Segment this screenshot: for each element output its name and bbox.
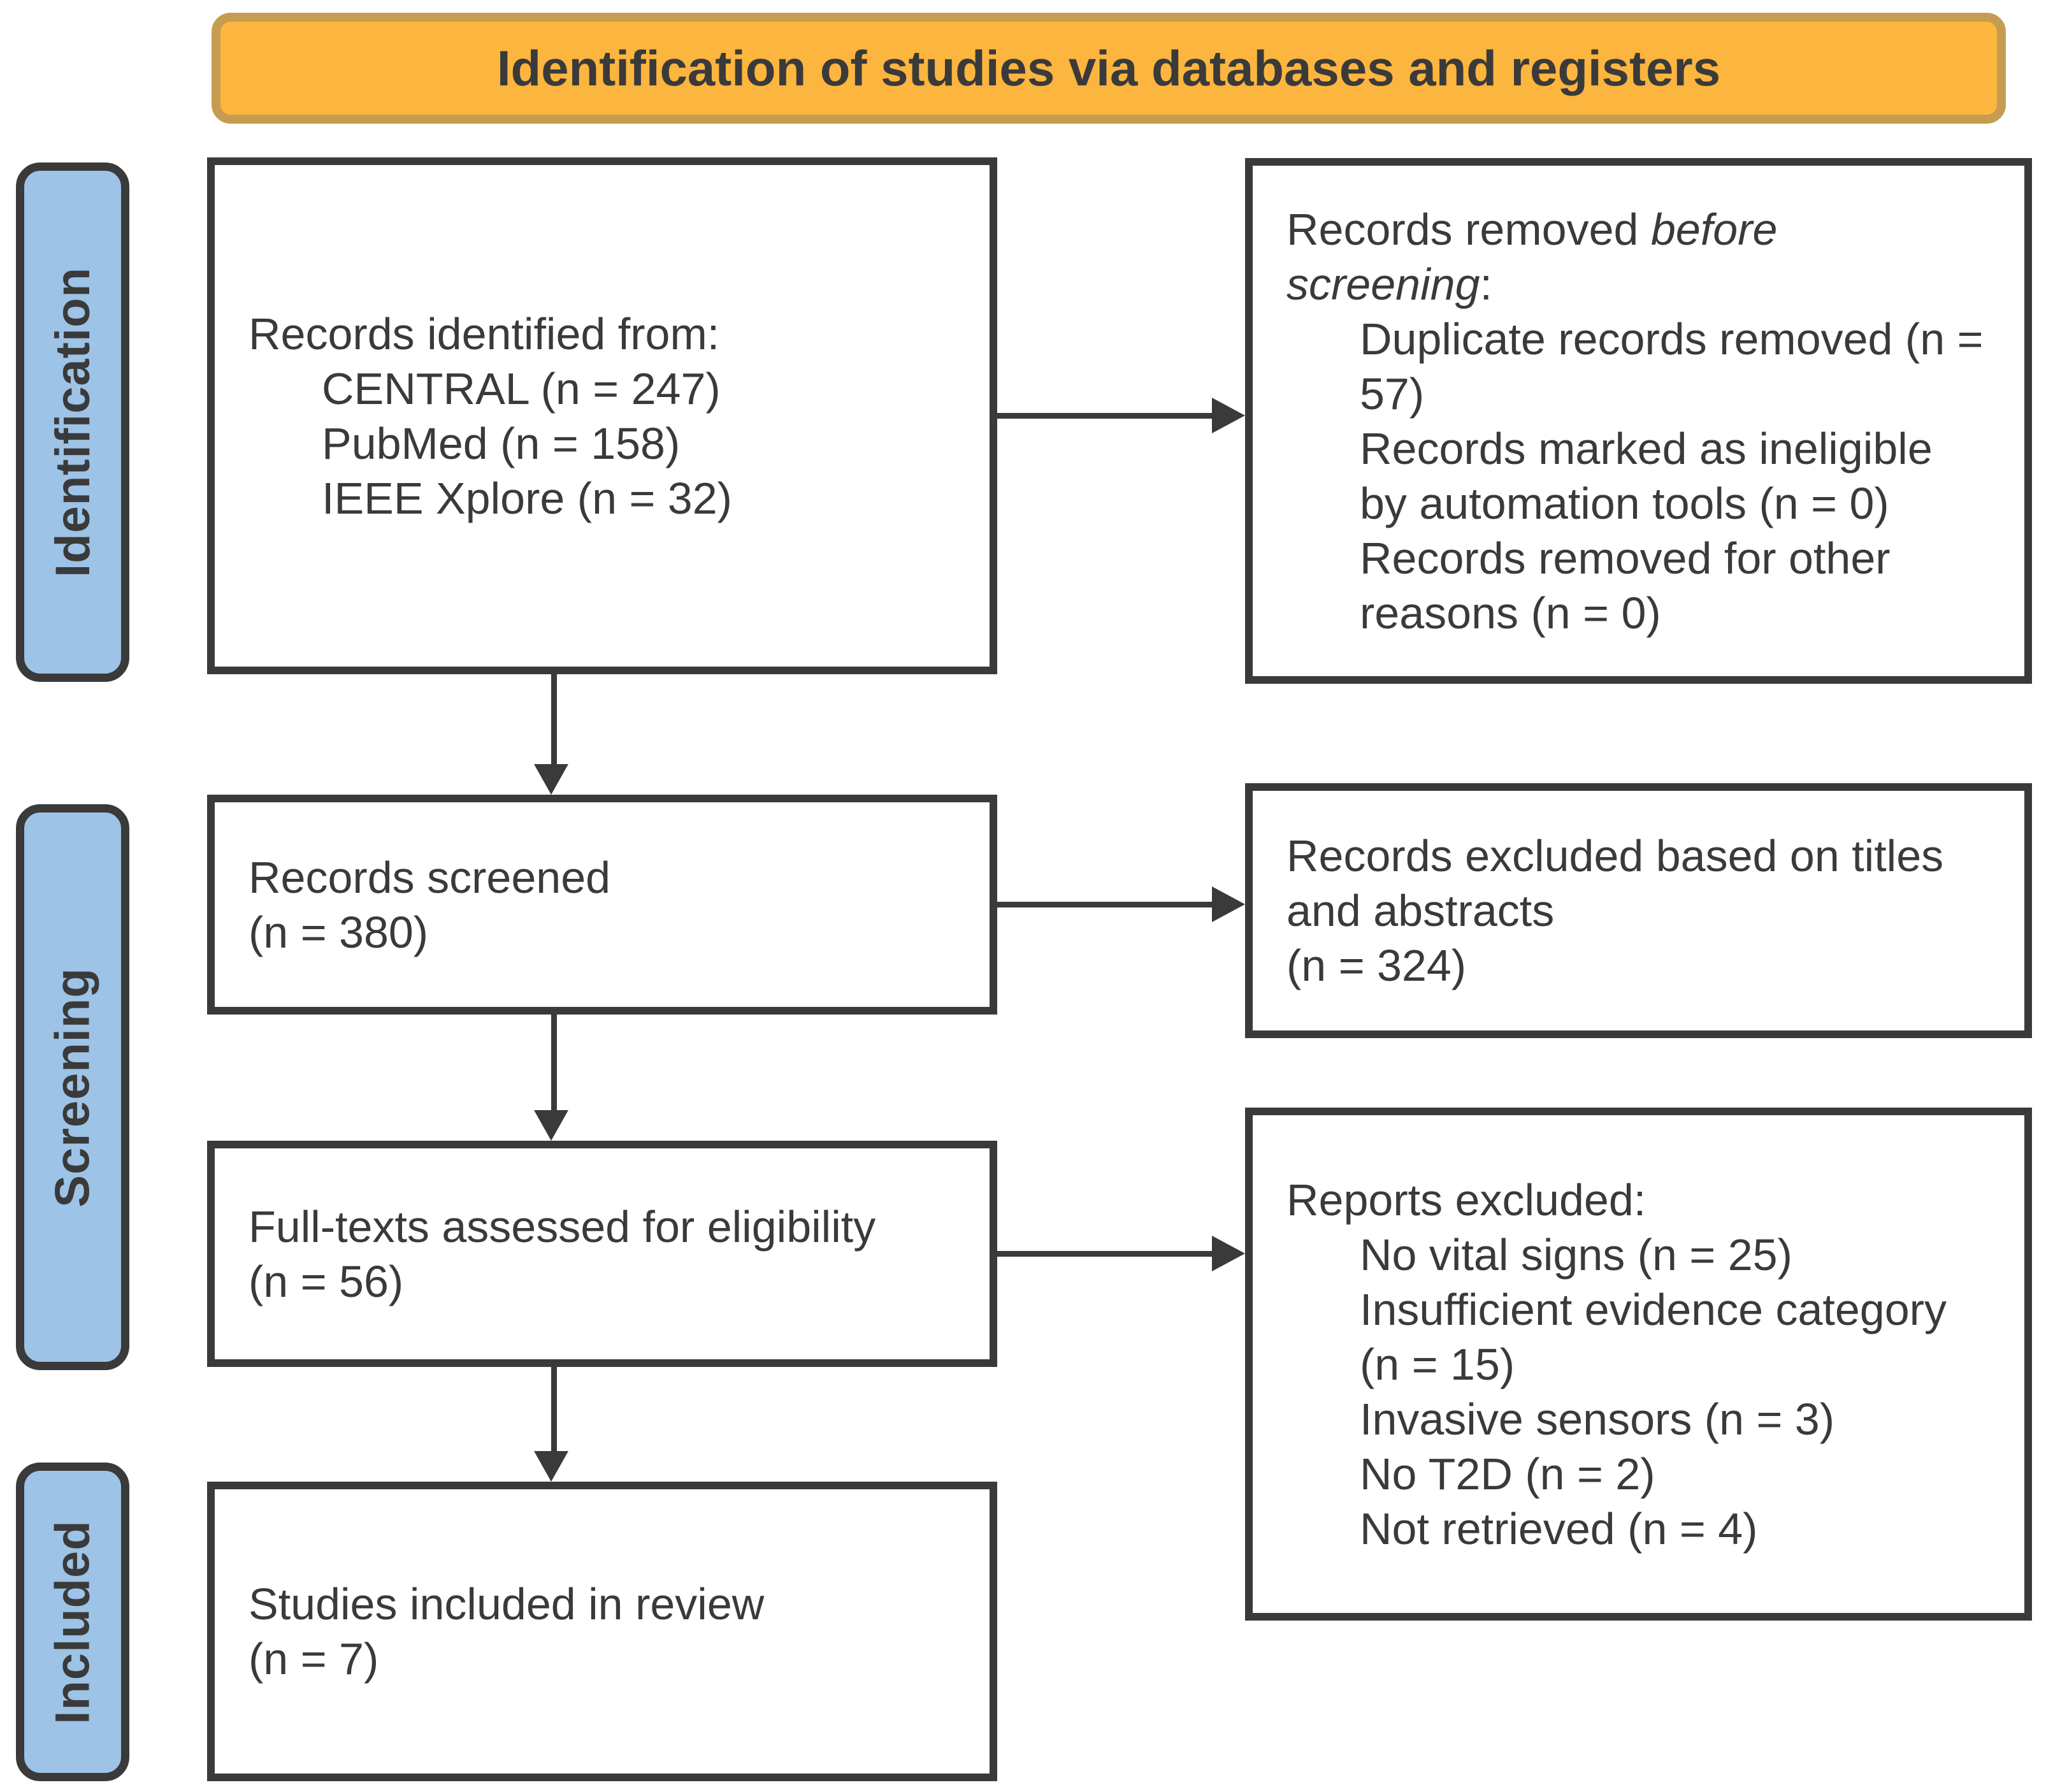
- text-line: Records excluded based on titles and abs…: [1286, 831, 1944, 936]
- arrow-fulltext-to-included-line: [551, 1367, 557, 1453]
- stage-label-text: Screening: [45, 967, 100, 1208]
- text-line: Invasive sensors (n = 3): [1360, 1394, 1835, 1444]
- stage-label-screening: Screening: [16, 804, 129, 1370]
- box-records-identified: Records identified from:CENTRAL (n = 247…: [207, 157, 997, 674]
- arrow-screened-to-excluded-head-icon: [1212, 886, 1245, 922]
- arrow-fulltext-to-reports-excluded-head-icon: [1212, 1236, 1245, 1271]
- text-line: Insufficient evidence category (n = 15): [1360, 1284, 1947, 1389]
- text-line: Records screened: [249, 852, 611, 902]
- box-reports-excluded: Reports excluded:No vital signs (n = 25)…: [1245, 1108, 2032, 1621]
- text-line: PubMed (n = 158): [322, 418, 681, 468]
- title-text: Identification of studies via databases …: [496, 40, 1721, 96]
- stage-label-identification: Identification: [16, 163, 129, 682]
- arrow-fulltext-to-included-head-icon: [534, 1451, 568, 1482]
- box-records-screened: Records screened(n = 380): [207, 795, 997, 1015]
- text-line: (n = 324): [1286, 941, 1467, 990]
- text-line: Records identified from:: [249, 308, 720, 359]
- text-line: (n = 56): [249, 1256, 404, 1306]
- text-line: Duplicate records removed (n = 57): [1360, 314, 1984, 419]
- arrow-screened-to-fulltext-head-icon: [534, 1110, 568, 1141]
- text-line: Records removed before screening:: [1286, 204, 1778, 309]
- arrow-identified-to-removed-line: [997, 413, 1214, 419]
- stage-label-text: Identification: [45, 267, 100, 577]
- arrow-fulltext-to-reports-excluded-line: [997, 1251, 1214, 1257]
- arrow-identified-to-screened-head-icon: [534, 764, 568, 795]
- text-line: CENTRAL (n = 247): [322, 363, 721, 414]
- text-line: IEEE Xplore (n = 32): [322, 473, 732, 523]
- arrow-screened-to-fulltext-line: [551, 1015, 557, 1111]
- text-line: Studies included in review: [249, 1579, 765, 1629]
- title-banner: Identification of studies via databases …: [212, 13, 2006, 124]
- arrow-identified-to-removed-head-icon: [1212, 398, 1245, 433]
- box-records-excluded-titles-abstracts: Records excluded based on titles and abs…: [1245, 783, 2032, 1038]
- text-line: (n = 380): [249, 907, 429, 957]
- stage-label-text: Included: [45, 1519, 100, 1724]
- text-line: No T2D (n = 2): [1360, 1449, 1655, 1499]
- box-studies-included: Studies included in review(n = 7): [207, 1482, 997, 1781]
- arrow-identified-to-screened-line: [551, 674, 557, 766]
- text-line: No vital signs (n = 25): [1360, 1229, 1792, 1280]
- box-records-removed-before-screening: Records removed before screening:Duplica…: [1245, 158, 2032, 684]
- text-line: Records marked as ineligible by automati…: [1360, 423, 1933, 528]
- text-line: Full-texts assessed for eligibility: [249, 1201, 876, 1252]
- stage-label-included: Included: [16, 1463, 129, 1781]
- text-line: Records removed for other reasons (n = 0…: [1360, 533, 1891, 638]
- text-line: (n = 7): [249, 1634, 379, 1684]
- box-fulltexts-assessed: Full-texts assessed for eligibility(n = …: [207, 1141, 997, 1367]
- arrow-screened-to-excluded-line: [997, 902, 1214, 907]
- text-line: Not retrieved (n = 4): [1360, 1503, 1758, 1554]
- text-line: Reports excluded:: [1286, 1174, 1646, 1225]
